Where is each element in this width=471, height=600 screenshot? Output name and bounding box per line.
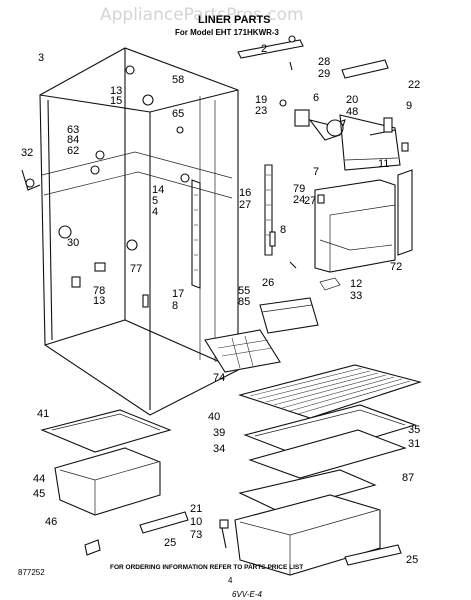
callout-13-b: 13 (93, 295, 105, 307)
callout-23: 23 (255, 105, 267, 117)
callout-31: 31 (408, 438, 420, 450)
top-rails (237, 35, 389, 79)
callout-35: 35 (408, 424, 420, 436)
callout-41: 41 (37, 408, 49, 420)
callout-48: 48 (346, 106, 358, 118)
callout-9: 9 (406, 100, 412, 112)
callout-20: 20 (346, 94, 358, 106)
callout-24: 24 (293, 194, 305, 206)
callout-46: 46 (45, 516, 57, 528)
callout-22: 22 (408, 79, 420, 91)
callout-79: 79 (293, 183, 305, 195)
callout-65: 65 (172, 108, 184, 120)
callout-30: 30 (67, 237, 79, 249)
ordering-note: FOR ORDERING INFORMATION REFER TO PARTS … (110, 564, 303, 571)
handwritten-note: 6VV-E-4 (232, 590, 262, 599)
callout-26: 26 (262, 277, 274, 289)
evaporator-cover (264, 164, 413, 291)
callout-78: 78 (93, 285, 105, 297)
callout-2: 2 (261, 43, 267, 55)
callout-10: 10 (190, 516, 202, 528)
callout-4: 4 (152, 206, 158, 218)
ice-trays (204, 297, 319, 373)
callout-21: 21 (190, 503, 202, 515)
callout-74: 74 (213, 372, 225, 384)
callout-72: 72 (390, 261, 402, 273)
callout-85: 85 (238, 296, 250, 308)
callout-73: 73 (190, 529, 202, 541)
figure-code: 877252 (18, 568, 45, 577)
callout-25-a: 25 (164, 537, 176, 549)
liner-cabinet (21, 47, 239, 416)
callout-63: 63 (67, 124, 79, 136)
callout-58: 58 (172, 74, 184, 86)
callout-17: 17 (172, 288, 184, 300)
callout-12: 12 (350, 278, 362, 290)
callout-13: 13 (110, 85, 122, 97)
callout-8-b: 8 (172, 300, 178, 312)
crisper-drawers (219, 469, 402, 576)
callout-45: 45 (33, 488, 45, 500)
freezer-shelf-and-bin (40, 409, 189, 556)
callout-5: 5 (152, 195, 158, 207)
callout-27-a: 27 (239, 199, 251, 211)
diagram-title: LINER PARTS (198, 14, 271, 26)
wire-shelf (238, 364, 422, 419)
callout-87: 87 (402, 472, 414, 484)
callout-29: 29 (318, 68, 330, 80)
callout-25-b: 25 (406, 554, 418, 566)
watermark: AppliancePartsPros.com (100, 5, 304, 25)
callout-7: 7 (313, 166, 319, 178)
callout-16: 16 (239, 187, 251, 199)
callout-39: 39 (213, 427, 225, 439)
callout-34: 34 (213, 443, 225, 455)
callout-27-b: 27 (304, 195, 316, 207)
callout-77: 77 (130, 263, 142, 275)
callout-labels: 3 2 28 29 22 58 13 15 65 19 23 6 20 48 9… (21, 43, 420, 566)
fan-assembly (279, 99, 409, 171)
callout-55: 55 (238, 285, 250, 297)
glass-shelves (243, 404, 417, 479)
callout-3: 3 (38, 52, 44, 64)
diagram-subtitle: For Model EHT 171HKWR-3 (175, 28, 280, 37)
callout-44: 44 (33, 473, 45, 485)
callout-8-a: 8 (280, 224, 286, 236)
page-number: 4 (228, 576, 233, 585)
callout-28: 28 (318, 56, 330, 68)
callout-15: 15 (110, 95, 122, 107)
callout-19: 19 (255, 94, 267, 106)
callout-84: 84 (67, 134, 79, 146)
callout-40: 40 (208, 411, 220, 423)
callout-62: 62 (67, 145, 79, 157)
callout-6: 6 (313, 92, 319, 104)
callout-32: 32 (21, 147, 33, 159)
callout-11: 11 (378, 158, 389, 170)
callout-14: 14 (152, 184, 164, 196)
callout-33: 33 (350, 290, 362, 302)
